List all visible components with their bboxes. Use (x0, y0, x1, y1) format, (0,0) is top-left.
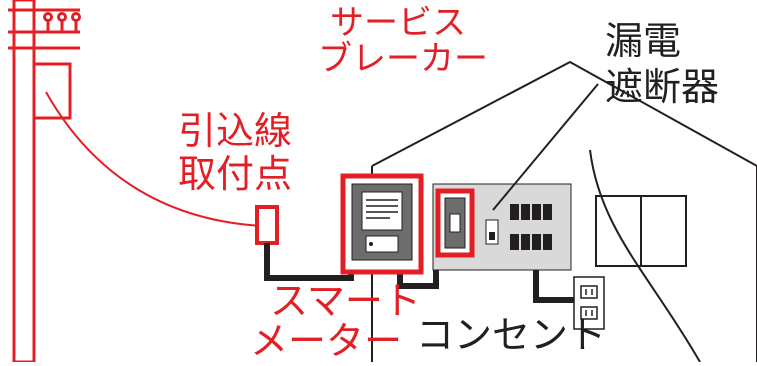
utility-pole (8, 0, 81, 364)
smart-meter (340, 173, 424, 275)
smart-meter-label-line2: メーター (250, 319, 403, 363)
branch-breaker (510, 204, 519, 220)
outlet (573, 276, 605, 330)
meter-terminal-dot (369, 242, 373, 246)
earth-leakage-breaker-label-line1: 漏電 (605, 19, 682, 63)
leakage-breaker-leader-line (492, 83, 599, 211)
smart-meter-terminal (365, 235, 399, 253)
earth-leakage-breaker-label-line2: 遮断器 (605, 65, 720, 109)
lead-in-point-label-line2: 取付点 (178, 152, 293, 196)
branch-breaker (510, 234, 519, 250)
service-breaker-label-line1: サービス (330, 3, 466, 43)
pole-shaft (12, 0, 36, 364)
wire-meter-to-panel (397, 270, 439, 289)
branch-breaker (543, 204, 552, 220)
pole-insulator (71, 12, 81, 22)
service-drop-cable (45, 91, 263, 227)
pole-insulator (43, 12, 53, 22)
lead-in-point-box (255, 205, 279, 245)
branch-breaker (532, 204, 541, 220)
branch-breaker (543, 234, 552, 250)
pole-insulator (57, 12, 67, 22)
smart-meter-label-line1: スマート (270, 279, 421, 323)
pole-transformer (32, 62, 72, 120)
outlet-socket (580, 306, 598, 320)
branch-breaker (521, 204, 530, 220)
wire-to-outlet (533, 270, 578, 303)
outlet-socket (580, 285, 598, 299)
distribution-board (432, 183, 572, 271)
wire-to-meter (264, 243, 354, 281)
service-breaker-label-line2: ブレーカー (318, 39, 488, 79)
branch-breaker (532, 234, 541, 250)
house-cutaway-edge (589, 149, 701, 363)
branch-breakers-upper (510, 204, 552, 220)
lead-in-point-label-line1: 引込線 (178, 109, 293, 153)
smart-meter-display (361, 191, 403, 231)
outlet-label: コンセント (416, 313, 607, 357)
branch-breakers-lower (510, 234, 552, 250)
service-breaker-switch (449, 213, 461, 233)
branch-breaker (521, 234, 530, 250)
earth-leakage-breaker-switch (489, 232, 495, 240)
house-roof (371, 60, 757, 167)
